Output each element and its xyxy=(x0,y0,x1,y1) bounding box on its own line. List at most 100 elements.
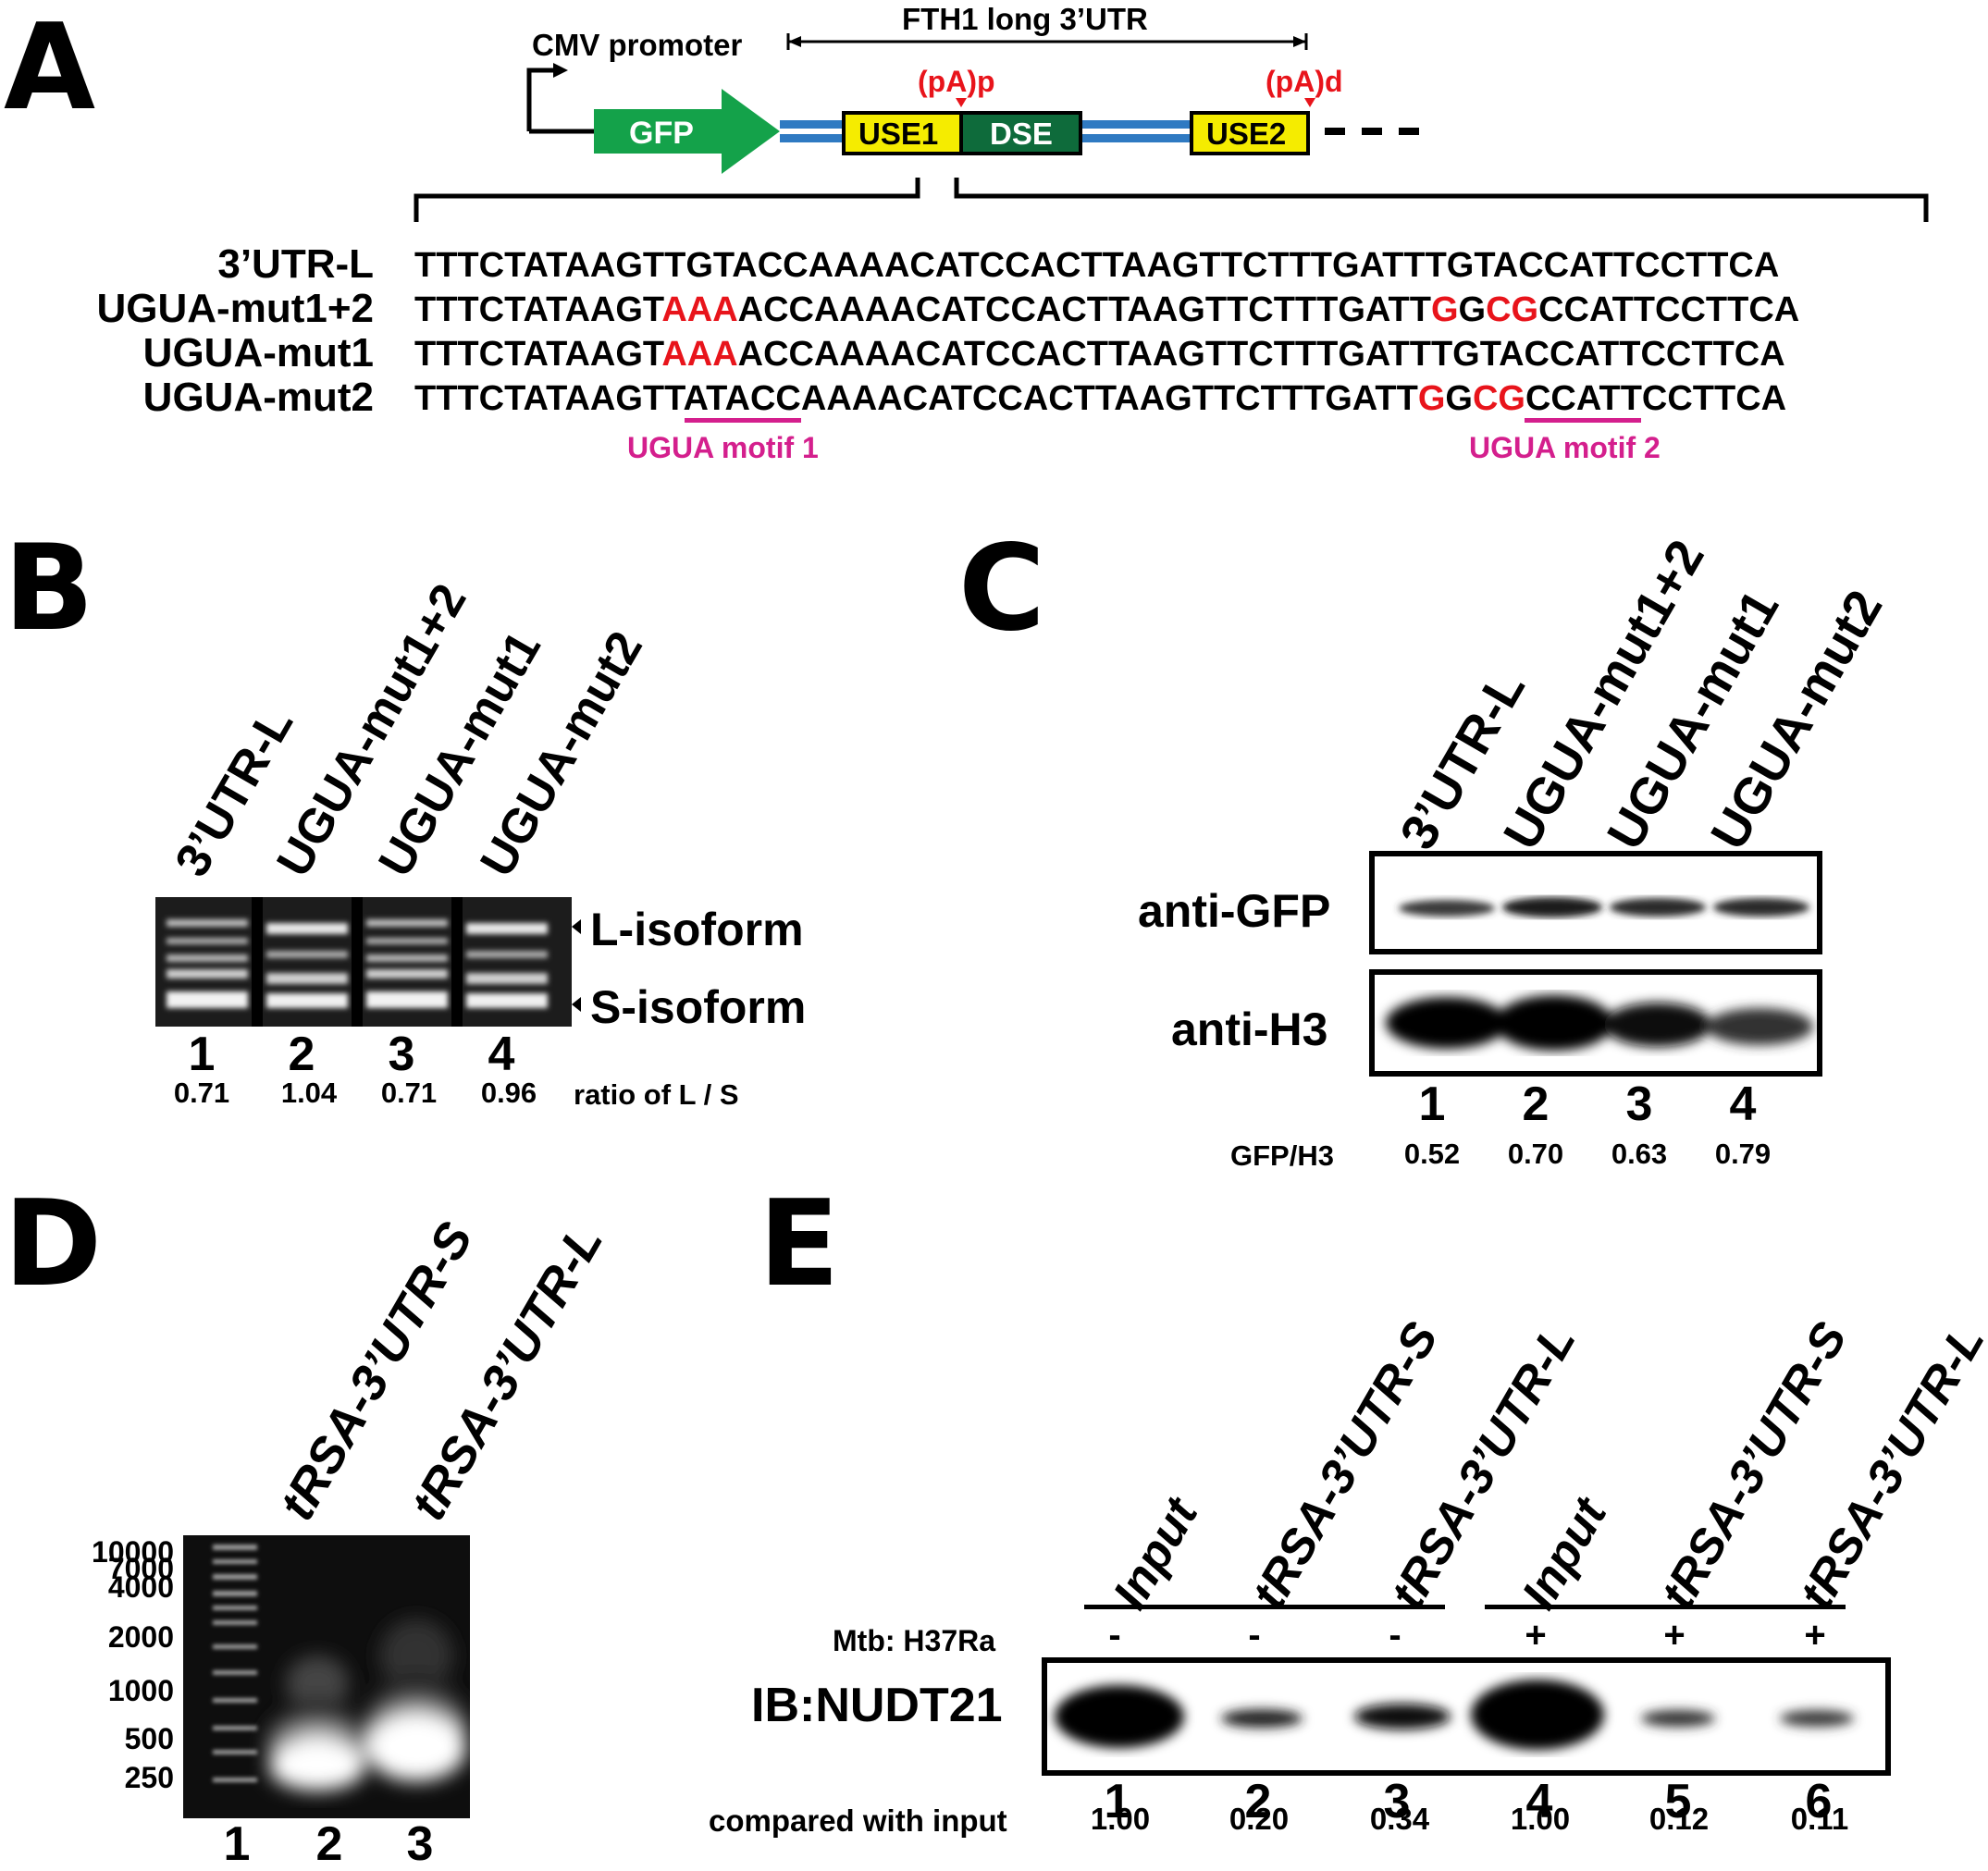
e-mtb-1: - xyxy=(1108,1615,1121,1656)
mutated-bases: AAA xyxy=(661,335,738,374)
motif1-label: UGUA motif 1 xyxy=(627,431,819,464)
marker-size-label: 250 xyxy=(124,1761,174,1794)
promoter-label: CMV promoter xyxy=(532,28,743,62)
b-s-isoform-label: S-isoform xyxy=(590,981,807,1033)
promoter-arrow xyxy=(526,68,553,131)
motif1-underline xyxy=(685,418,801,423)
e-lane-number-2: 2 xyxy=(1244,1775,1272,1828)
c-lane-number-3: 3 xyxy=(1625,1077,1653,1131)
d-gel-image xyxy=(183,1535,470,1818)
sequence-segment: ACCAAAACATCCACTTAAGTTCTTTGATT xyxy=(737,290,1431,329)
c-value-label: GFP/H3 xyxy=(1230,1139,1334,1172)
c-value-2: 0.70 xyxy=(1507,1138,1564,1170)
mutated-bases: CG xyxy=(1472,379,1525,418)
e-mtb-5: + xyxy=(1663,1615,1685,1656)
gfp-label: GFP xyxy=(629,116,694,151)
marker-size-label: 2000 xyxy=(107,1620,174,1654)
pa-p-marker xyxy=(956,98,967,107)
sequence-segment: CCATTCCTTCA xyxy=(1538,290,1800,329)
c-lane-number-1: 1 xyxy=(1418,1077,1446,1131)
sequence-label: UGUA-mut2 xyxy=(142,375,374,420)
c-lane-number-2: 2 xyxy=(1522,1077,1550,1131)
e-group-line-1 xyxy=(1084,1605,1445,1609)
sequence-segment: G xyxy=(1445,379,1473,418)
d-lane-number-1: 1 xyxy=(223,1817,251,1871)
e-value-3: 0.34 xyxy=(1369,1802,1430,1836)
mutated-bases: AAA xyxy=(661,290,738,329)
e-value-4: 1.00 xyxy=(1510,1802,1571,1836)
b-lane-number-2: 2 xyxy=(288,1028,315,1081)
e-mtb-2: - xyxy=(1248,1615,1261,1656)
pa-d-marker xyxy=(1304,98,1315,107)
pa-p-label: (pA)p xyxy=(918,65,995,98)
b-isoform-arrows xyxy=(572,919,581,1012)
marker-size-label: 500 xyxy=(124,1722,174,1755)
c-value-3: 0.63 xyxy=(1611,1138,1668,1170)
c-value-4: 0.79 xyxy=(1714,1138,1772,1170)
b-gel-image xyxy=(155,897,572,1027)
b-value-label: ratio of L / S xyxy=(574,1078,739,1111)
panel-c-label: C xyxy=(958,520,1045,658)
b-l-isoform-label: L-isoform xyxy=(590,904,804,955)
d-lane-number-3: 3 xyxy=(406,1817,434,1871)
sequence-segment: TTTCTATAAGT xyxy=(414,290,662,329)
sequence-segment: TTTCTATAAGTTGTACCAAAACATCCACTTAAGTTCTTTG… xyxy=(414,246,1780,285)
construct-diagram xyxy=(526,33,1420,185)
c-value-1: 0.52 xyxy=(1403,1138,1461,1170)
b-lane-number-1: 1 xyxy=(188,1028,216,1081)
e-value-1: 1.00 xyxy=(1090,1802,1151,1836)
use2-box xyxy=(1190,111,1310,155)
marker-size-label: 10000 xyxy=(92,1535,174,1569)
use2-label: USE2 xyxy=(1206,117,1287,151)
e-value-label: compared with input xyxy=(709,1803,1007,1838)
e-value-2: 0.20 xyxy=(1229,1802,1290,1836)
e-lane-number-3: 3 xyxy=(1383,1775,1411,1828)
sequence-row: TTTCTATAAGTAAAACCAAAACATCCACTTAAGTTCTTTG… xyxy=(414,292,1799,327)
sequence-row: TTTCTATAAGTTATACCAAAACATCCACTTAAGTTCTTTG… xyxy=(414,381,1786,416)
e-mtb-3: - xyxy=(1389,1615,1401,1656)
e-mtb-4: + xyxy=(1525,1615,1547,1656)
utr-label: FTH1 long 3’UTR xyxy=(902,2,1148,36)
panel-d-label: D xyxy=(4,1176,103,1313)
sequence-segment: ACCAAAACATCCACTTAAGTTCTTTGATTTGTACCATTCC… xyxy=(737,335,1785,374)
mutated-bases: CG xyxy=(1486,290,1539,329)
d-lane-number-2: 2 xyxy=(315,1817,343,1871)
b-value-2: 1.04 xyxy=(280,1077,338,1109)
c-blot-gfp xyxy=(1369,851,1822,954)
e-ib-label: IB:NUDT21 xyxy=(751,1679,1003,1732)
e-lane-number-5: 5 xyxy=(1664,1775,1692,1828)
sequence-segment: G xyxy=(1458,290,1487,329)
mutated-bases: G xyxy=(1417,379,1446,418)
c-lane-number-4: 4 xyxy=(1729,1077,1757,1131)
mutated-bases: G xyxy=(1430,290,1459,329)
marker-size-label: 4000 xyxy=(107,1570,174,1604)
b-lane-number-3: 3 xyxy=(388,1028,415,1081)
e-lane-label-1: Input xyxy=(1103,1489,1209,1619)
motif2-label: UGUA motif 2 xyxy=(1469,431,1661,464)
gfp-arrow xyxy=(594,89,780,174)
e-blot-nudt21 xyxy=(1042,1657,1891,1776)
e-lane-number-6: 6 xyxy=(1805,1775,1833,1828)
sequence-label: 3’UTR-L xyxy=(217,241,374,287)
e-lane-number-4: 4 xyxy=(1525,1775,1553,1828)
sequence-segment: TTTCTATAAGT xyxy=(414,335,662,374)
use1-box xyxy=(842,111,963,155)
e-mtb-label: Mtb: H37Ra xyxy=(833,1624,996,1657)
motif2-underline xyxy=(1525,418,1641,423)
c-row-label-h3: anti-H3 xyxy=(1171,1003,1328,1055)
sequence-segment: TTTCTATAAGTTATACCAAAACATCCACTTAAGTTCTTTG… xyxy=(414,379,1418,418)
sequence-row: TTTCTATAAGTAAAACCAAAACATCCACTTAAGTTCTTTG… xyxy=(414,337,1785,372)
e-lane-label-4: Input xyxy=(1512,1489,1618,1619)
b-value-3: 0.71 xyxy=(380,1077,438,1109)
e-mtb-6: + xyxy=(1804,1615,1826,1656)
marker-size-label: 1000 xyxy=(107,1674,174,1707)
e-lane-number-1: 1 xyxy=(1104,1775,1131,1828)
marker-size-label: 7000 xyxy=(107,1552,174,1585)
panel-a-label: A xyxy=(4,0,96,137)
dse-label: DSE xyxy=(990,117,1053,151)
b-lane-number-4: 4 xyxy=(488,1028,515,1081)
c-row-label-gfp: anti-GFP xyxy=(1138,885,1331,937)
e-value-5: 0.12 xyxy=(1648,1802,1710,1836)
promoter-arrowhead xyxy=(553,63,568,78)
sequence-label: UGUA-mut1+2 xyxy=(96,286,375,331)
